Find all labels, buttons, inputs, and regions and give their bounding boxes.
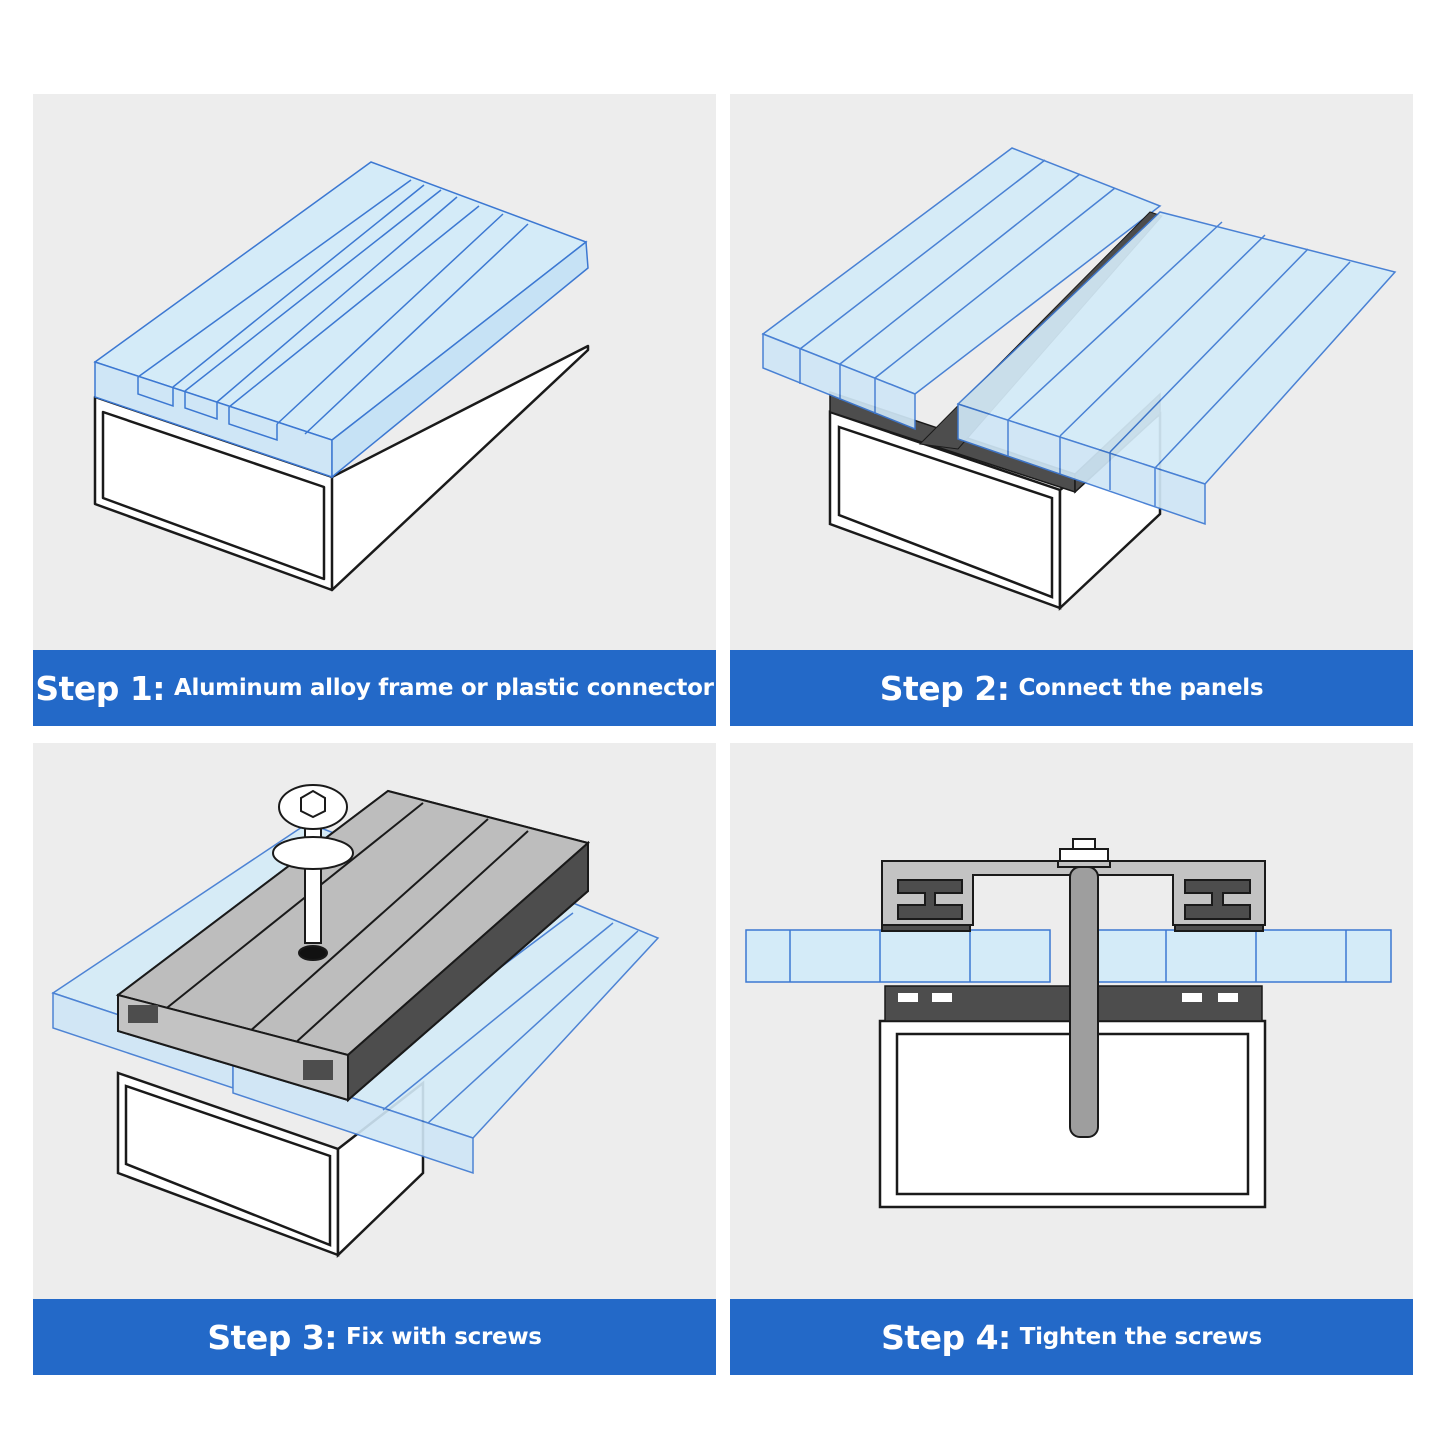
step-2-banner: Step 2: Connect the panels [730,650,1413,726]
sheets [745,929,1392,983]
step-3-banner: Step 3: Fix with screws [33,1299,716,1375]
step-2-text: Connect the panels [1018,675,1264,701]
step-1-panel: Step 1: Aluminum alloy frame or plastic … [33,94,716,726]
step-2-illustration [761,147,1397,611]
connector-top [93,161,589,479]
step-4-text: Tighten the screws [1019,1324,1262,1350]
step-1-illustration [93,161,590,592]
screw [1057,838,1111,1138]
step-3-illustration [51,784,660,1258]
left-sheet [761,147,1162,431]
right-sheet [956,211,1397,526]
step-3-number: Step 3: [207,1317,338,1357]
step-4-panel: Step 4: Tighten the screws [730,743,1413,1375]
step-2-panel: Step 2: Connect the panels [730,94,1413,726]
cap-profile [115,789,591,1103]
step-3-text: Fix with screws [346,1324,542,1350]
step-4-banner: Step 4: Tighten the screws [730,1299,1413,1375]
step-2-number: Step 2: [879,668,1010,708]
step-1-text: Aluminum alloy frame or plastic connecto… [174,675,714,701]
screw [272,784,354,961]
step-1-number: Step 1: [35,668,166,708]
step-4-illustration [745,838,1392,1209]
step-3-panel: Step 3: Fix with screws [33,743,716,1375]
step-4-number: Step 4: [881,1317,1011,1357]
step-1-banner: Step 1: Aluminum alloy frame or plastic … [33,650,716,726]
